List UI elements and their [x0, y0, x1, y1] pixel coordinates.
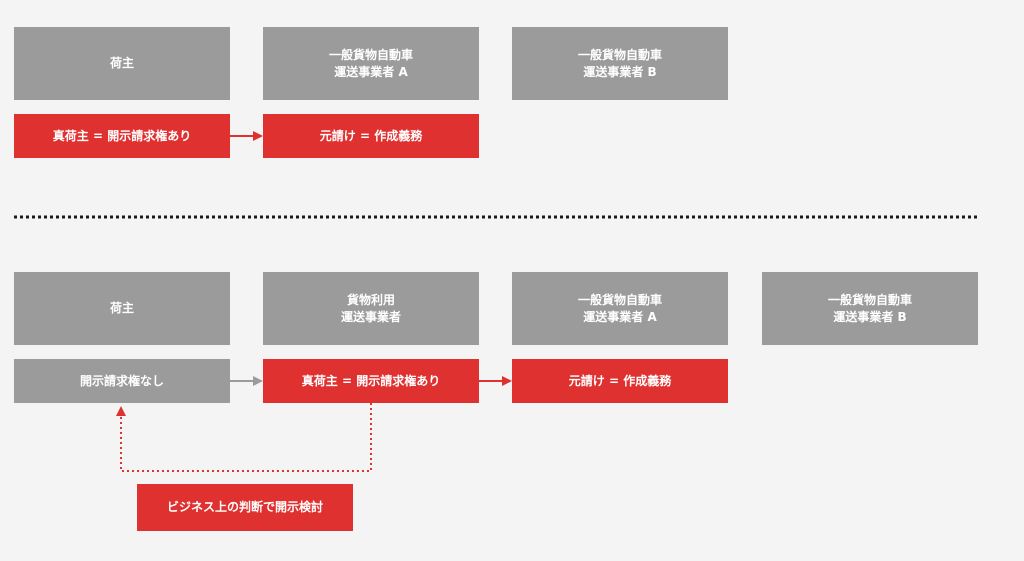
role-label-line1: 一般貨物自動車: [577, 47, 662, 62]
role-label-line2: 運送事業者 B: [833, 309, 907, 324]
status-label: 真荷主 = 開示請求権あり: [52, 128, 192, 143]
role-box-carrier-b-top: 一般貨物自動車 運送事業者 B: [512, 27, 728, 100]
role-label-line1: 一般貨物自動車: [827, 292, 912, 307]
role-label-line2: 運送事業者 A: [583, 309, 657, 324]
arrow-bottom-gray: [230, 376, 263, 386]
role-box-forwarder-bottom: 貨物利用 運送事業者: [263, 272, 479, 345]
role-box-shipper-top: 荷主: [14, 27, 230, 100]
role-box-carrier-a-bottom: 一般貨物自動車 運送事業者 A: [512, 272, 728, 345]
note-box-business-decision: ビジネス上の判断で開示検討: [137, 484, 353, 531]
role-label-line2: 運送事業者 A: [334, 64, 408, 79]
arrow-top-red: [230, 131, 263, 141]
role-label: 荷主: [109, 56, 134, 70]
role-box-carrier-b-bottom: 一般貨物自動車 運送事業者 B: [762, 272, 978, 345]
role-label-line2: 運送事業者: [340, 309, 401, 324]
note-label: ビジネス上の判断で開示検討: [166, 500, 323, 514]
status-label: 真荷主 = 開示請求権あり: [301, 373, 441, 388]
role-label-line1: 貨物利用: [346, 292, 395, 307]
role-label: 荷主: [109, 301, 134, 315]
status-box-true-shipper-top: 真荷主 = 開示請求権あり: [14, 114, 230, 158]
status-label: 元請け = 作成義務: [568, 373, 672, 388]
status-box-prime-contractor-top: 元請け = 作成義務: [263, 114, 479, 158]
role-box-carrier-a-top: 一般貨物自動車 運送事業者 A: [263, 27, 479, 100]
dotted-feedback-arrow: [116, 403, 372, 472]
status-box-no-disclosure-right: 開示請求権なし: [14, 359, 230, 403]
role-label-line2: 運送事業者 B: [583, 64, 657, 79]
status-label: 元請け = 作成義務: [319, 128, 423, 143]
role-label-line1: 一般貨物自動車: [577, 292, 662, 307]
arrow-bottom-red: [479, 376, 512, 386]
status-box-prime-contractor-bottom: 元請け = 作成義務: [512, 359, 728, 403]
role-label-line1: 一般貨物自動車: [328, 47, 413, 62]
status-label: 開示請求権なし: [79, 373, 164, 388]
status-box-true-shipper-bottom: 真荷主 = 開示請求権あり: [263, 359, 479, 403]
role-box-shipper-bottom: 荷主: [14, 272, 230, 345]
